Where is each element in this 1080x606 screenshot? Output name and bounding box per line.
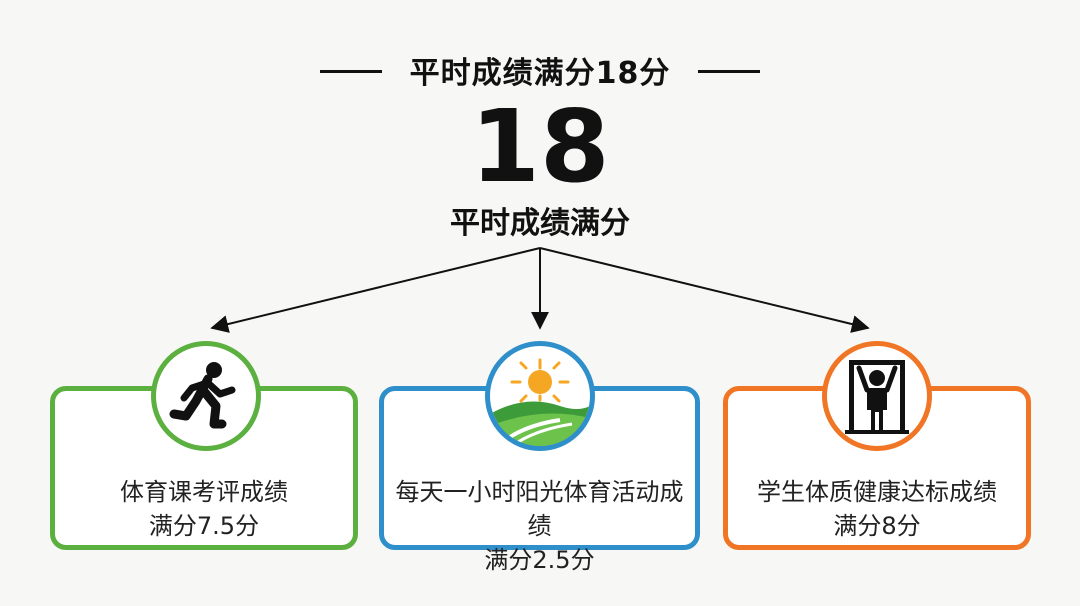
header-title: 平时成绩满分18分: [409, 56, 671, 91]
card-sunshine-activity: 每天一小时阳光体育活动成绩 满分2.5分: [379, 386, 700, 574]
card-score: 满分7.5分: [148, 512, 260, 540]
card-title: 体育课考评成绩: [120, 478, 288, 506]
card-title: 学生体质健康达标成绩: [757, 478, 997, 506]
sun-landscape-icon: [485, 341, 595, 451]
runner-icon: [151, 341, 261, 451]
total-score-number: 18: [470, 88, 610, 205]
header-rule-left: [320, 70, 382, 73]
card-score: 满分8分: [833, 512, 921, 540]
pullup-bar-icon: [822, 341, 932, 451]
arrow-left: [210, 247, 541, 333]
total-score-label: 平时成绩满分: [450, 206, 630, 241]
card-title: 每天一小时阳光体育活动成绩: [395, 478, 684, 540]
card-score: 满分2.5分: [484, 546, 595, 574]
arrow-right: [539, 247, 870, 333]
header-rule-right: [698, 70, 760, 73]
